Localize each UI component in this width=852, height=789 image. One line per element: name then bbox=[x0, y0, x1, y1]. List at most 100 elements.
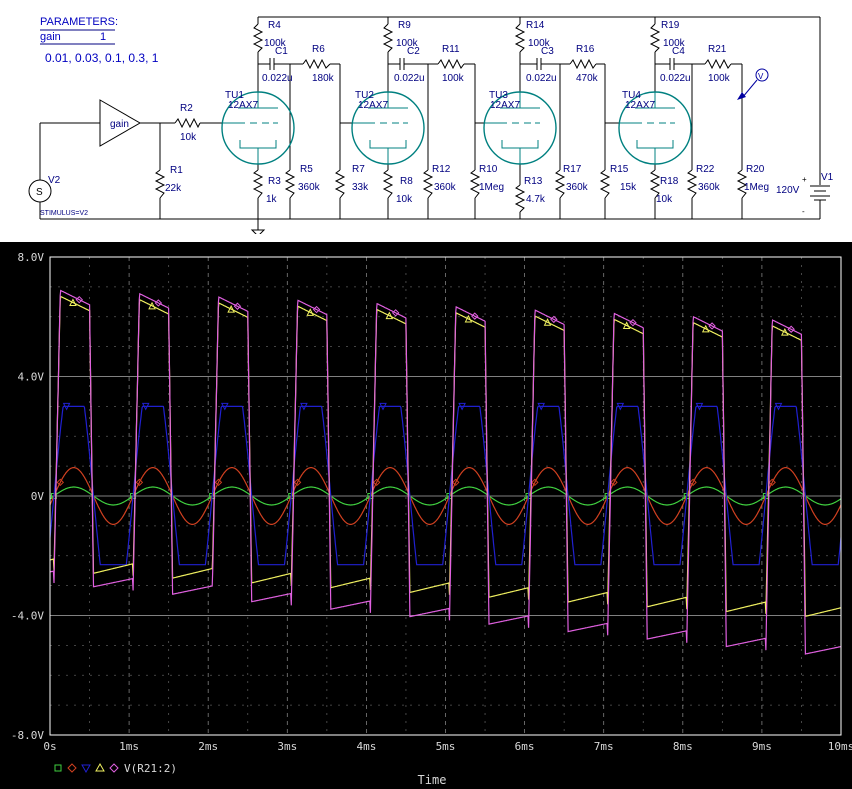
y-tick-label: 4.0V bbox=[18, 371, 45, 384]
param-name: gain bbox=[40, 31, 61, 43]
marker-red bbox=[293, 478, 302, 487]
x-tick-label: 5ms bbox=[436, 740, 456, 753]
marker-magenta bbox=[75, 295, 83, 304]
legend-marker-magenta bbox=[109, 763, 119, 773]
marker-blue bbox=[458, 402, 466, 411]
r6-value: 180k bbox=[312, 73, 335, 84]
r5-value: 360k bbox=[298, 182, 321, 193]
x-tick-label: 3ms bbox=[277, 740, 297, 753]
r1-name: R1 bbox=[170, 165, 183, 176]
marker-magenta bbox=[550, 315, 558, 324]
marker-yellow bbox=[781, 327, 789, 336]
r20-name: R20 bbox=[746, 164, 765, 175]
source-name: V2 bbox=[48, 175, 61, 186]
r4-value: 100k bbox=[264, 38, 287, 49]
r21-name: R21 bbox=[708, 44, 727, 55]
gain-block-label: gain bbox=[110, 119, 129, 130]
r17-value: 360k bbox=[566, 182, 589, 193]
marker-magenta bbox=[312, 305, 321, 314]
stimulus-source-icon bbox=[28, 179, 52, 203]
marker-magenta bbox=[391, 309, 400, 317]
marker-blue bbox=[616, 402, 625, 411]
r2-name: R2 bbox=[180, 103, 193, 114]
r22-name: R22 bbox=[696, 164, 715, 175]
r18-value: 10k bbox=[656, 194, 673, 205]
r13-value: 4.7k bbox=[526, 194, 546, 205]
r8-name: R8 bbox=[400, 176, 413, 187]
marker-yellow bbox=[701, 324, 710, 333]
x-tick-label: 7ms bbox=[594, 740, 614, 753]
r21-value: 100k bbox=[708, 73, 731, 84]
r9-name: R9 bbox=[398, 20, 411, 31]
marker-magenta bbox=[233, 302, 242, 310]
c2-name: C2 bbox=[407, 46, 420, 57]
r12-name: R12 bbox=[432, 164, 451, 175]
schematic-panel: PARAMETERS: gain 1 0.01, 0.03, 0.1, 0.3,… bbox=[0, 0, 852, 234]
r6-name: R6 bbox=[312, 44, 325, 55]
r15-name: R15 bbox=[610, 164, 629, 175]
marker-magenta bbox=[708, 322, 716, 330]
marker-red bbox=[56, 478, 64, 487]
legend-marker-yellow bbox=[95, 762, 105, 772]
marker-yellow bbox=[385, 311, 394, 320]
marker-blue bbox=[774, 402, 783, 411]
trace-red bbox=[49, 467, 842, 525]
x-tick-label: 0s bbox=[43, 740, 56, 753]
marker-red bbox=[531, 478, 539, 487]
supply-plus: + bbox=[802, 175, 807, 184]
r4-name: R4 bbox=[268, 20, 281, 31]
y-tick-label: -4.0V bbox=[11, 610, 44, 623]
marker-magenta bbox=[154, 299, 163, 307]
marker-yellow bbox=[148, 301, 156, 310]
resistor-icon bbox=[174, 117, 201, 129]
x-axis-label: Time bbox=[418, 773, 447, 787]
marker-red bbox=[214, 478, 223, 487]
plot-legend[interactable]: V(R21:2) bbox=[54, 762, 177, 775]
marker-blue bbox=[379, 402, 387, 411]
tu2-name: TU2 bbox=[355, 90, 374, 101]
stimulus-label: STIMULUS=V2 bbox=[40, 210, 88, 217]
r13-name: R13 bbox=[524, 176, 543, 187]
marker-blue bbox=[695, 402, 704, 411]
legend-marker-green bbox=[54, 764, 62, 772]
param-value: 1 bbox=[100, 31, 106, 43]
window-divider bbox=[0, 234, 852, 242]
supply-minus: - bbox=[802, 207, 805, 216]
trace-blue bbox=[49, 405, 842, 566]
tu3-model: 12AX7 bbox=[490, 100, 520, 111]
marker-blue bbox=[300, 402, 308, 411]
r8-value: 10k bbox=[396, 194, 413, 205]
r16-name: R16 bbox=[576, 44, 595, 55]
marker-blue bbox=[141, 402, 150, 411]
r9-value: 100k bbox=[396, 38, 419, 49]
ground-icon bbox=[250, 229, 266, 234]
r20-value: 1Meg bbox=[744, 182, 769, 193]
y-tick-label: -8.0V bbox=[11, 729, 44, 742]
x-tick-label: 1ms bbox=[119, 740, 139, 753]
r15-value: 15k bbox=[620, 182, 637, 193]
r7-value: 33k bbox=[352, 182, 369, 193]
tu1-model: 12AX7 bbox=[228, 100, 258, 111]
r11-name: R11 bbox=[442, 44, 460, 55]
trace-magenta bbox=[49, 289, 842, 655]
marker-yellow bbox=[543, 318, 552, 326]
r22-value: 360k bbox=[698, 182, 721, 193]
tu4-model: 12AX7 bbox=[625, 100, 655, 111]
r14-value: 100k bbox=[528, 38, 551, 49]
sweep-values: 0.01, 0.03, 0.1, 0.3, 1 bbox=[45, 51, 159, 65]
supply-value: 120V bbox=[776, 185, 800, 196]
r19-name: R19 bbox=[661, 20, 680, 31]
r3-name: R3 bbox=[268, 176, 281, 187]
x-tick-label: 9ms bbox=[752, 740, 772, 753]
r16-value: 470k bbox=[576, 73, 599, 84]
marker-red bbox=[610, 478, 618, 487]
legend-marker-blue bbox=[81, 764, 91, 774]
marker-magenta bbox=[787, 325, 795, 333]
voltage-probe-icon[interactable]: V bbox=[737, 68, 769, 100]
source-symbol: S bbox=[36, 187, 43, 198]
marker-yellow bbox=[622, 321, 631, 330]
marker-red bbox=[768, 478, 776, 487]
tu3-name: TU3 bbox=[489, 90, 508, 101]
marker-magenta bbox=[471, 312, 479, 320]
